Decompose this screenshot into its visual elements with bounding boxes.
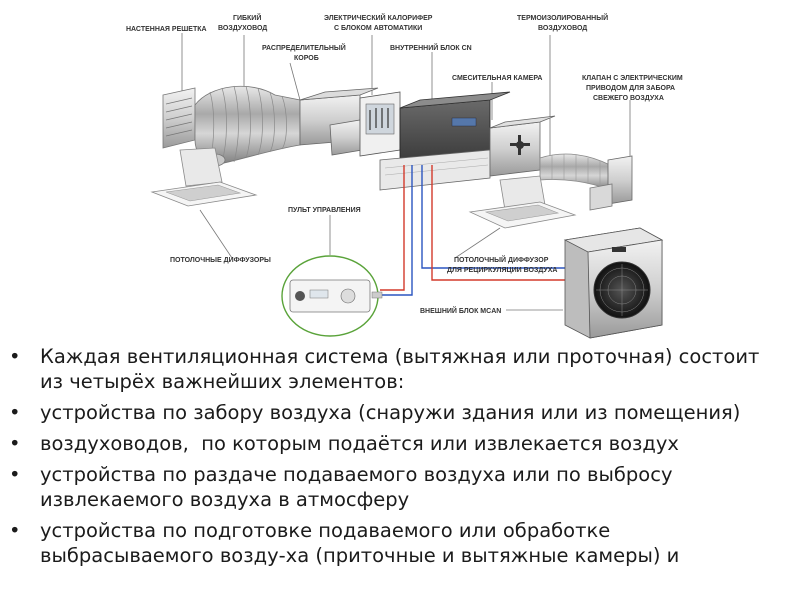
list-item: • устройства по подготовке подаваемого ил… bbox=[0, 518, 800, 568]
insulated-duct bbox=[539, 153, 611, 191]
list-item-text: устройства по раздаче подаваемого воздух… bbox=[40, 463, 679, 511]
label-insulated-duct-line2: ВОЗДУХОВОД bbox=[538, 25, 587, 32]
list-item-text: устройства по подготовке подаваемого или… bbox=[40, 519, 680, 567]
fresh-air-damper bbox=[589, 155, 633, 211]
bullet-marker: • bbox=[9, 345, 21, 368]
flexible-duct bbox=[194, 85, 301, 167]
label-ceiling-diffusers: ПОТОЛОЧНЫЕ ДИФФУЗОРЫ bbox=[170, 257, 271, 264]
label-indoor-unit: ВНУТРЕННИЙ БЛОК CN bbox=[390, 43, 472, 52]
list-item: • устройства по забору воздуха (снаружи з… bbox=[0, 400, 800, 425]
label-recirc-diffuser-line1: ПОТОЛОЧНЫЙ ДИФФУЗОР bbox=[454, 255, 549, 264]
ventilation-system-diagram: НАСТЕННАЯ РЕШЕТКА ГИБКИЙ ВОЗДУХОВОД ЭЛЕК… bbox=[126, 13, 683, 339]
label-damper-line3: СВЕЖЕГО ВОЗДУХА bbox=[593, 95, 664, 102]
pipe-lines bbox=[380, 165, 565, 296]
bullet-marker: • bbox=[9, 401, 21, 424]
leader-lines bbox=[181, 33, 631, 311]
label-flexible-duct-line1: ГИБКИЙ bbox=[233, 13, 261, 22]
distribution-box bbox=[299, 87, 379, 156]
list-item-text: устройства по забору воздуха (снаружи зд… bbox=[40, 401, 741, 424]
label-distribution-box-line1: РАСПРЕДЕЛИТЕЛЬНЫЙ bbox=[262, 43, 346, 52]
label-wall-grille: НАСТЕННАЯ РЕШЕТКА bbox=[126, 26, 207, 33]
list-item-text: воздуховодов, по которым подаётся или из… bbox=[40, 432, 679, 455]
ceiling-diffuser-left bbox=[150, 147, 258, 207]
label-recirc-diffuser-line2: ДЛЯ РЕЦИРКУЛЯЦИИ ВОЗДУХА bbox=[447, 267, 558, 274]
outdoor-unit-mcan bbox=[563, 227, 664, 339]
label-flexible-duct-line2: ВОЗДУХОВОД bbox=[218, 25, 267, 32]
label-control-panel: ПУЛЬТ УПРАВЛЕНИЯ bbox=[288, 207, 361, 214]
indoor-unit-cn bbox=[379, 91, 511, 191]
list-item: • Каждая вентиляционная система (вытяжная… bbox=[0, 344, 800, 394]
list-item: • устройства по раздаче подаваемого возду… bbox=[0, 462, 800, 512]
label-damper-line2: ПРИВОДОМ ДЛЯ ЗАБОРА bbox=[586, 85, 675, 92]
bullet-marker: • bbox=[9, 463, 21, 486]
label-distribution-box-line2: КОРОБ bbox=[294, 55, 319, 62]
list-item-text: Каждая вентиляционная система (вытяжная … bbox=[40, 345, 766, 393]
label-electric-heater-line1: ЭЛЕКТРИЧЕСКИЙ КАЛОРИФЕР bbox=[324, 13, 433, 22]
bullet-marker: • bbox=[9, 432, 21, 455]
electric-heater bbox=[359, 91, 401, 157]
list-item: • воздуховодов, по которым подаётся или и… bbox=[0, 431, 800, 456]
bullet-list: • Каждая вентиляционная система (вытяжная… bbox=[0, 344, 800, 574]
label-damper-line1: КЛАПАН С ЭЛЕКТРИЧЕСКИМ bbox=[582, 75, 683, 82]
bullet-marker: • bbox=[9, 519, 21, 542]
mixing-chamber bbox=[489, 115, 556, 177]
wall-grille bbox=[162, 87, 196, 149]
control-panel bbox=[281, 255, 383, 337]
label-mixing-chamber: СМЕСИТЕЛЬНАЯ КАМЕРА bbox=[452, 75, 542, 82]
label-insulated-duct-line1: ТЕРМОИЗОЛИРОВАННЫЙ bbox=[517, 13, 608, 22]
label-outdoor-unit: ВНЕШНИЙ БЛОК MCAN bbox=[420, 306, 501, 315]
ceiling-diffuser-recirculation bbox=[468, 175, 577, 229]
diagram-labels: НАСТЕННАЯ РЕШЕТКА ГИБКИЙ ВОЗДУХОВОД ЭЛЕК… bbox=[126, 13, 683, 315]
label-electric-heater-line2: С БЛОКОМ АВТОМАТИКИ bbox=[334, 25, 422, 32]
